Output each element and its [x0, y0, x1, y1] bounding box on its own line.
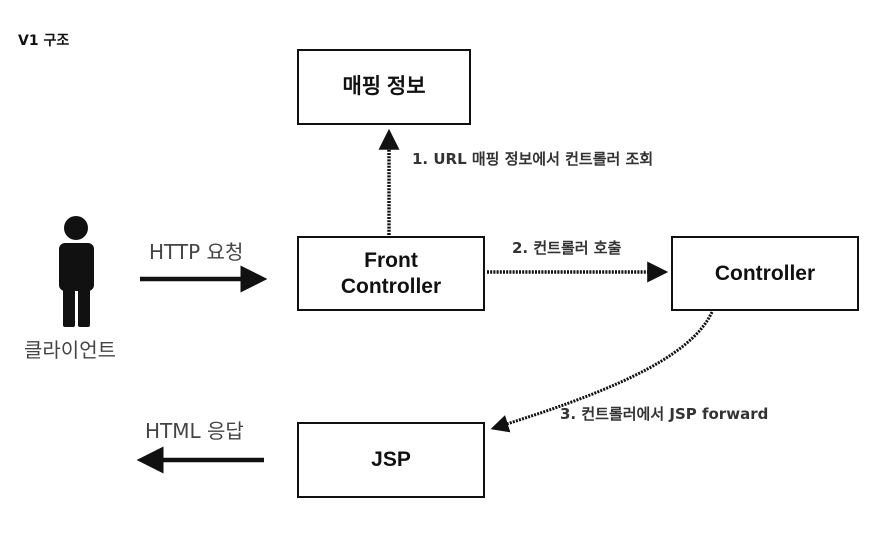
front-controller-label: Front Controller: [341, 248, 441, 298]
step1-label: 1. URL 매핑 정보에서 컨트롤러 조회: [412, 150, 654, 168]
controller-label: Controller: [714, 261, 816, 285]
mapping-info-box: 매핑 정보: [297, 49, 471, 125]
front-controller-label-line1: Front: [364, 249, 418, 273]
html-response-label: HTML 응답: [145, 419, 244, 443]
diagram-title: V1 구조: [18, 33, 70, 49]
jsp-label: JSP: [371, 448, 411, 472]
mapping-info-label: 매핑 정보: [342, 75, 426, 99]
step2-label: 2. 컨트롤러 호출: [512, 239, 622, 257]
jsp-box: JSP: [297, 422, 485, 498]
http-request-label: HTTP 요청: [149, 240, 244, 264]
step3-label: 3. 컨트롤러에서 JSP forward: [560, 405, 769, 423]
person-icon: [59, 216, 94, 327]
front-controller-label-line2: Controller: [340, 274, 442, 298]
front-controller-box: Front Controller: [297, 236, 485, 311]
controller-box: Controller: [671, 236, 859, 311]
client-label: 클라이언트: [24, 338, 116, 362]
